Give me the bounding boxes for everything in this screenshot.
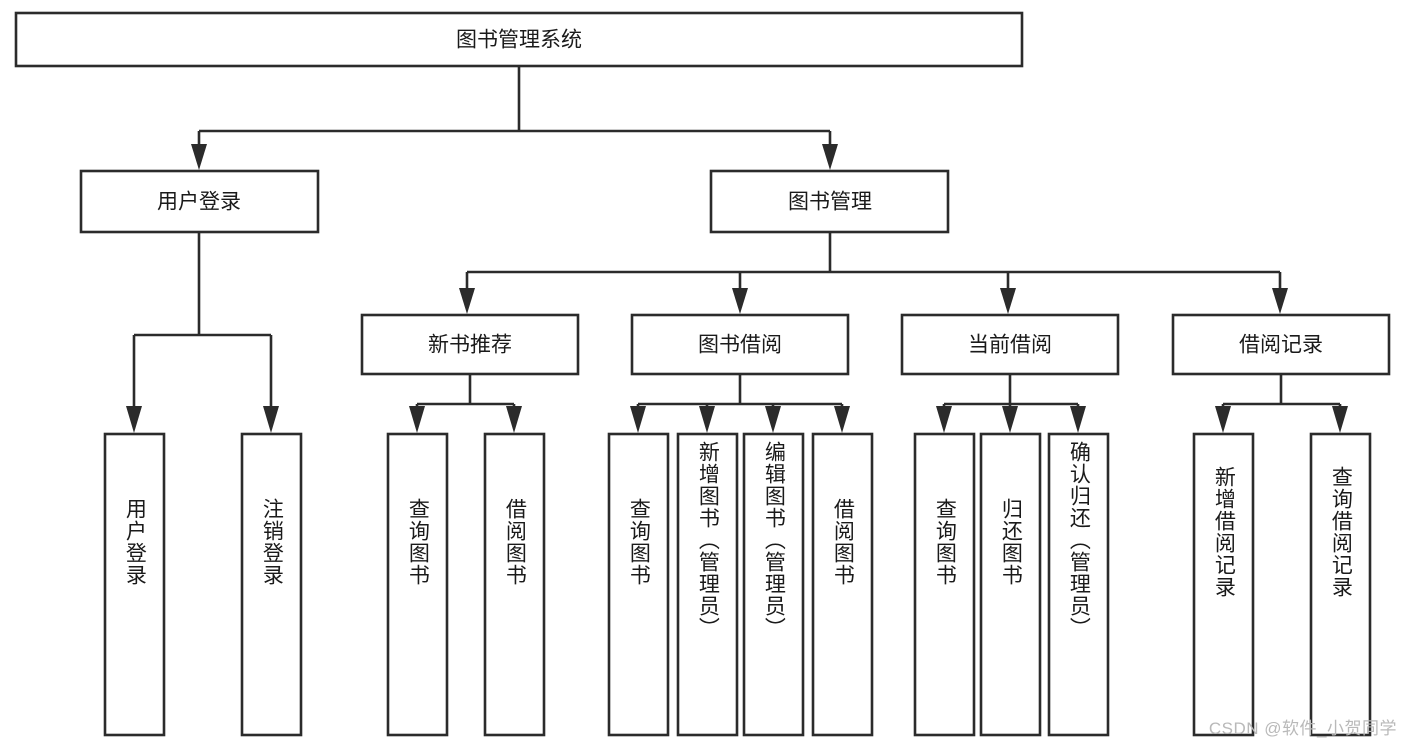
arrow-head-borrow-record bbox=[1272, 288, 1288, 314]
leaf-label-wrap-edit-book: 编辑图书（管理员） bbox=[744, 441, 803, 733]
node-leaf-return-book[interactable] bbox=[979, 432, 1042, 737]
node-leaf-query-book-2[interactable] bbox=[607, 432, 670, 737]
connector-group-book-borrow bbox=[630, 374, 850, 433]
leaf-label-wrap-query-book-1: 查询图书 bbox=[388, 498, 447, 738]
arrow-head-leaf-query-record bbox=[1332, 406, 1348, 433]
node-leaf-return-book-label: 归还图书 bbox=[999, 498, 1023, 586]
arrow-head-leaf-return-book bbox=[1002, 406, 1018, 433]
arrow-head-leaf-query-book-2 bbox=[630, 406, 646, 433]
node-leaf-query-book-3[interactable] bbox=[913, 432, 976, 737]
connector-group-current-borrow bbox=[936, 374, 1086, 433]
node-leaf-user-logout[interactable] bbox=[240, 432, 303, 737]
node-new-book-recommend-label: 新书推荐 bbox=[428, 334, 512, 357]
arrow-head-leaf-user-logout bbox=[263, 406, 279, 433]
node-leaf-edit-book-label: 编辑图书（管理员） bbox=[762, 441, 786, 639]
node-current-borrow[interactable] bbox=[900, 313, 1120, 376]
leaf-label-wrap-user-logout: 注销登录 bbox=[242, 498, 301, 738]
node-user-login-label: 用户登录 bbox=[157, 191, 241, 214]
arrow-head-current-borrow bbox=[1000, 288, 1016, 314]
node-leaf-borrow-book-2[interactable] bbox=[811, 432, 874, 737]
node-book-borrow-label: 图书借阅 bbox=[698, 334, 782, 357]
node-leaf-add-record-label: 新增借阅记录 bbox=[1212, 466, 1236, 598]
node-leaf-borrow-book-1-label: 借阅图书 bbox=[503, 498, 527, 586]
arrow-head-new-book-recommend bbox=[459, 288, 475, 314]
arrow-head-leaf-query-book-3 bbox=[936, 406, 952, 433]
node-leaf-edit-book[interactable] bbox=[742, 432, 805, 737]
arrow-head-book-borrow bbox=[732, 288, 748, 314]
node-leaf-add-book-label: 新增图书（管理员） bbox=[696, 441, 720, 639]
arrow-head-leaf-borrow-book-2 bbox=[834, 406, 850, 433]
node-leaf-user-logout-label: 注销登录 bbox=[260, 498, 284, 586]
node-leaf-query-record-label: 查询借阅记录 bbox=[1329, 466, 1353, 598]
arrow-head-user-login bbox=[191, 144, 207, 170]
node-root-label: 图书管理系统 bbox=[456, 29, 582, 52]
node-borrow-record[interactable] bbox=[1171, 313, 1391, 376]
node-leaf-query-record[interactable] bbox=[1309, 432, 1372, 737]
arrow-head-leaf-borrow-book-1 bbox=[506, 406, 522, 433]
node-leaf-borrow-book-2-label: 借阅图书 bbox=[831, 498, 855, 586]
arrow-head-leaf-add-record bbox=[1215, 406, 1231, 433]
node-root[interactable] bbox=[14, 11, 1024, 68]
node-book-borrow[interactable] bbox=[630, 313, 850, 376]
node-book-manage-label: 图书管理 bbox=[788, 191, 872, 214]
node-leaf-query-book-1[interactable] bbox=[386, 432, 449, 737]
connector-group-borrow-record bbox=[1215, 374, 1348, 433]
node-leaf-query-book-2-label: 查询图书 bbox=[627, 498, 651, 586]
arrow-head-leaf-confirm-return bbox=[1070, 406, 1086, 433]
node-book-manage[interactable] bbox=[709, 169, 950, 234]
node-user-login[interactable] bbox=[79, 169, 320, 234]
leaf-label-wrap-query-book-2: 查询图书 bbox=[609, 498, 668, 738]
watermark-text: CSDN @软件_小贺同学 bbox=[1208, 719, 1397, 738]
connector-group-user-login bbox=[126, 232, 279, 433]
leaf-label-wrap-query-book-3: 查询图书 bbox=[915, 498, 974, 738]
arrow-head-book-manage bbox=[822, 144, 838, 170]
connector-group-book-manage bbox=[459, 232, 1288, 314]
leaf-label-wrap-add-book: 新增图书（管理员） bbox=[678, 441, 737, 733]
leaf-label-wrap-confirm-return: 确认归还（管理员） bbox=[1049, 441, 1108, 733]
leaf-label-wrap-user-login: 用户登录 bbox=[105, 498, 164, 738]
arrow-head-leaf-edit-book bbox=[765, 406, 781, 433]
leaf-label-wrap-query-record: 查询借阅记录 bbox=[1311, 466, 1370, 736]
node-leaf-user-login-label: 用户登录 bbox=[123, 498, 147, 586]
node-leaf-add-record[interactable] bbox=[1192, 432, 1255, 737]
arrow-head-leaf-query-book-1 bbox=[409, 406, 425, 433]
leaf-label-wrap-borrow-book-2: 借阅图书 bbox=[813, 498, 872, 738]
node-new-book-recommend[interactable] bbox=[360, 313, 580, 376]
node-borrow-record-label: 借阅记录 bbox=[1239, 334, 1323, 357]
node-current-borrow-label: 当前借阅 bbox=[968, 334, 1052, 357]
node-leaf-confirm-return-label: 确认归还（管理员） bbox=[1067, 441, 1091, 639]
leaf-label-wrap-borrow-book-1: 借阅图书 bbox=[485, 498, 544, 738]
node-leaf-add-book[interactable] bbox=[676, 432, 739, 737]
arrow-head-leaf-add-book bbox=[699, 406, 715, 433]
connector-group-new-book-recommend bbox=[409, 374, 522, 433]
node-leaf-query-book-1-label: 查询图书 bbox=[406, 498, 430, 586]
arrow-head-leaf-user-login bbox=[126, 406, 142, 433]
leaf-label-wrap-return-book: 归还图书 bbox=[981, 498, 1040, 738]
leaf-label-wrap-add-record: 新增借阅记录 bbox=[1194, 466, 1253, 736]
node-leaf-confirm-return[interactable] bbox=[1047, 432, 1110, 737]
node-leaf-borrow-book-1[interactable] bbox=[483, 432, 546, 737]
node-leaf-user-login[interactable] bbox=[103, 432, 166, 737]
node-leaf-query-book-3-label: 查询图书 bbox=[933, 498, 957, 586]
connector-group-root bbox=[191, 66, 838, 170]
